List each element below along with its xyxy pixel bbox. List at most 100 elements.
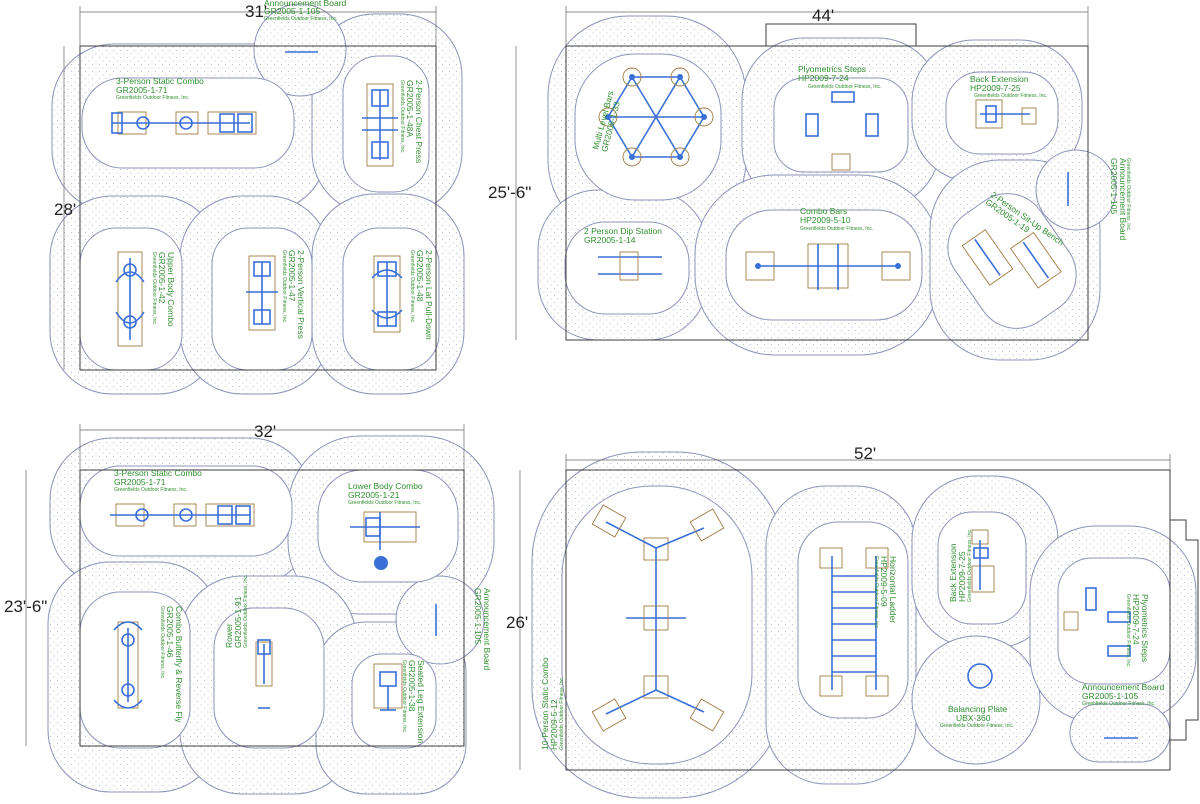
svg-text:Horizontal Ladder: Horizontal Ladder — [888, 556, 898, 623]
svg-text:2-Person Vertical Press: 2-Person Vertical Press — [296, 250, 306, 339]
width-dimension: 52' — [854, 444, 876, 463]
item-name: Announcement Board — [264, 0, 346, 8]
width-dimension: 44' — [812, 6, 834, 25]
svg-text:HP2009-5-10: HP2009-5-10 — [800, 215, 851, 225]
item-maker: Greenfields Outdoor Fitness, Inc. — [264, 16, 337, 22]
item-code: GR2005-1-71 — [114, 477, 166, 487]
svg-text:Combo Bars: Combo Bars — [800, 206, 847, 216]
item-maker: Greenfields Outdoor Fitness, Inc. — [800, 226, 873, 232]
upper-body-combo-equipment — [115, 251, 145, 347]
chest-press-equipment — [362, 83, 398, 167]
use-zone — [213, 607, 325, 749]
item-maker: Greenfields Outdoor Fitness, Inc. — [159, 606, 165, 679]
vertical-press-equipment — [246, 255, 278, 331]
item-name: Announcement Board — [482, 588, 492, 670]
item-name: Lower Body Combo — [348, 481, 423, 491]
dip-station-equipment — [598, 251, 662, 281]
svg-text:Back Extension: Back Extension — [948, 543, 958, 602]
svg-text:GR2005-1-38: GR2005-1-38 — [407, 660, 417, 712]
item-maker: Greenfields Outdoor Fitness, Inc. — [1125, 594, 1131, 667]
item-name: Announcement Board — [1082, 682, 1164, 692]
ten-person-static-combo-equipment — [591, 504, 725, 732]
item-maker: Greenfields Outdoor Fitness, Inc. — [399, 80, 405, 153]
use-zone — [1057, 557, 1171, 685]
svg-text:3-Person Static Combo: 3-Person Static Combo — [114, 468, 202, 478]
plyometrics-steps-equipment — [1063, 587, 1131, 657]
item-maker: Greenfields Outdoor Fitness, Inc. — [409, 250, 415, 323]
svg-text:GR2005-1-105: GR2005-1-105 — [1109, 158, 1119, 215]
item-maker: Greenfields Outdoor Fitness, Inc. — [967, 529, 973, 602]
safety-zone — [395, 575, 485, 665]
item-name: Plyometrics Steps — [798, 64, 866, 74]
item-maker: Greenfields Outdoor Fitness, Inc. — [873, 556, 879, 629]
use-zone — [797, 521, 909, 719]
height-dimension: 23'-6" — [4, 597, 47, 616]
use-zone — [564, 221, 690, 315]
safety-zone — [911, 635, 1041, 765]
use-zone — [937, 511, 1027, 625]
height-dimension: 28' — [54, 200, 76, 219]
svg-text:GR2005-1-105: GR2005-1-105 — [473, 588, 483, 645]
svg-text:2-Person Lat Pull-Down: 2-Person Lat Pull-Down — [424, 250, 434, 340]
use-zone — [773, 77, 909, 173]
item-code: HP2009-7-25 — [957, 551, 967, 602]
item-name: Horizontal Ladder — [888, 556, 898, 623]
use-zone — [574, 53, 722, 201]
plan-1: 31' 28' Announcement B — [49, 0, 465, 395]
svg-text:HP2009-7-24: HP2009-7-24 — [798, 73, 849, 83]
svg-text:3-Person Static Combo: 3-Person Static Combo — [116, 76, 204, 86]
svg-text:Plyometrics Steps: Plyometrics Steps — [1140, 594, 1150, 662]
item-name: Rower — [224, 623, 234, 648]
item-maker: Greenfields Outdoor Fitness, Inc. — [401, 660, 407, 733]
item-name: 2-Person Chest Press — [414, 80, 424, 163]
item-name: 2-Person Lat Pull-Down — [424, 250, 434, 340]
item-maker: Greenfields Outdoor Fitness, Inc. — [116, 95, 189, 101]
item-name: Plyometrics Steps — [1140, 594, 1150, 662]
svg-text:GR2005-1-105: GR2005-1-105 — [264, 6, 321, 16]
svg-text:Combo Butterfly & Reverse Fly: Combo Butterfly & Reverse Fly — [174, 606, 184, 723]
svg-text:GR2005-1-21: GR2005-1-21 — [348, 490, 400, 500]
item-name: Combo Butterfly & Reverse Fly — [174, 606, 184, 723]
lat-pull-down-equipment — [371, 255, 403, 333]
svg-text:Plyometrics Steps: Plyometrics Steps — [798, 64, 866, 74]
safety-zone — [253, 3, 347, 97]
item-code: GR2005-1-21 — [348, 490, 400, 500]
svg-text:HP2009-7-25: HP2009-7-25 — [957, 551, 967, 602]
lower-body-combo-equipment — [350, 511, 420, 570]
item-name: Back Extension — [948, 543, 958, 602]
plan-4: 52' 26' 10-Person Static — [506, 444, 1199, 799]
item-name: 3-Person Static Combo — [116, 76, 204, 86]
item-code: UBX-360 — [956, 713, 991, 723]
item-maker: Greenfields Outdoor Fitness, Inc. — [559, 677, 565, 750]
svg-text:GR2005-1-47: GR2005-1-47 — [287, 250, 297, 302]
svg-text:HP2009-7-24: HP2009-7-24 — [1131, 594, 1141, 645]
combo-bars-equipment — [745, 243, 911, 290]
svg-text:Seated Leg Extension: Seated Leg Extension — [416, 660, 426, 743]
item-code: GR2005-1-91 — [233, 596, 243, 648]
item-name: Combo Bars — [800, 206, 847, 216]
svg-text:2-Person Chest Press: 2-Person Chest Press — [414, 80, 424, 163]
svg-text:GR2005-1-48A: GR2005-1-48A — [405, 80, 415, 138]
plan-boundary — [79, 45, 437, 371]
item-code: GR2005-1-105 — [1082, 691, 1139, 701]
svg-text:Back Extension: Back Extension — [970, 74, 1029, 84]
item-code: GR2005-1-38 — [407, 660, 417, 712]
svg-text:Lower Body Combo: Lower Body Combo — [348, 481, 423, 491]
svg-text:UBX-360: UBX-360 — [956, 713, 991, 723]
item-name: Upper Body Combo — [166, 252, 176, 327]
item-name: 2 Person Dip Station — [584, 226, 662, 236]
item-name: Announcement Board — [1118, 158, 1128, 240]
item-code: GR2005-1-48A — [405, 80, 415, 138]
item-code: HP2009-7-24 — [1131, 594, 1141, 645]
item-name: 2-Person Vertical Press — [296, 250, 306, 339]
item-maker: Greenfields Outdoor Fitness, Inc. — [281, 250, 287, 323]
multi-level-bars-equipment — [598, 67, 714, 167]
item-code: GR2005-1-47 — [287, 250, 297, 302]
height-dimension: 26' — [506, 613, 528, 632]
balancing-plate-equipment — [967, 663, 993, 689]
item-name: 3-Person Static Combo — [114, 468, 202, 478]
item-maker: Greenfields Outdoor Fitness, Inc. — [940, 723, 1013, 729]
item-code: GR2005-1-48 — [415, 250, 425, 302]
three-person-static-combo-equipment — [111, 111, 257, 135]
svg-text:GR2005-1-42: GR2005-1-42 — [157, 252, 167, 304]
